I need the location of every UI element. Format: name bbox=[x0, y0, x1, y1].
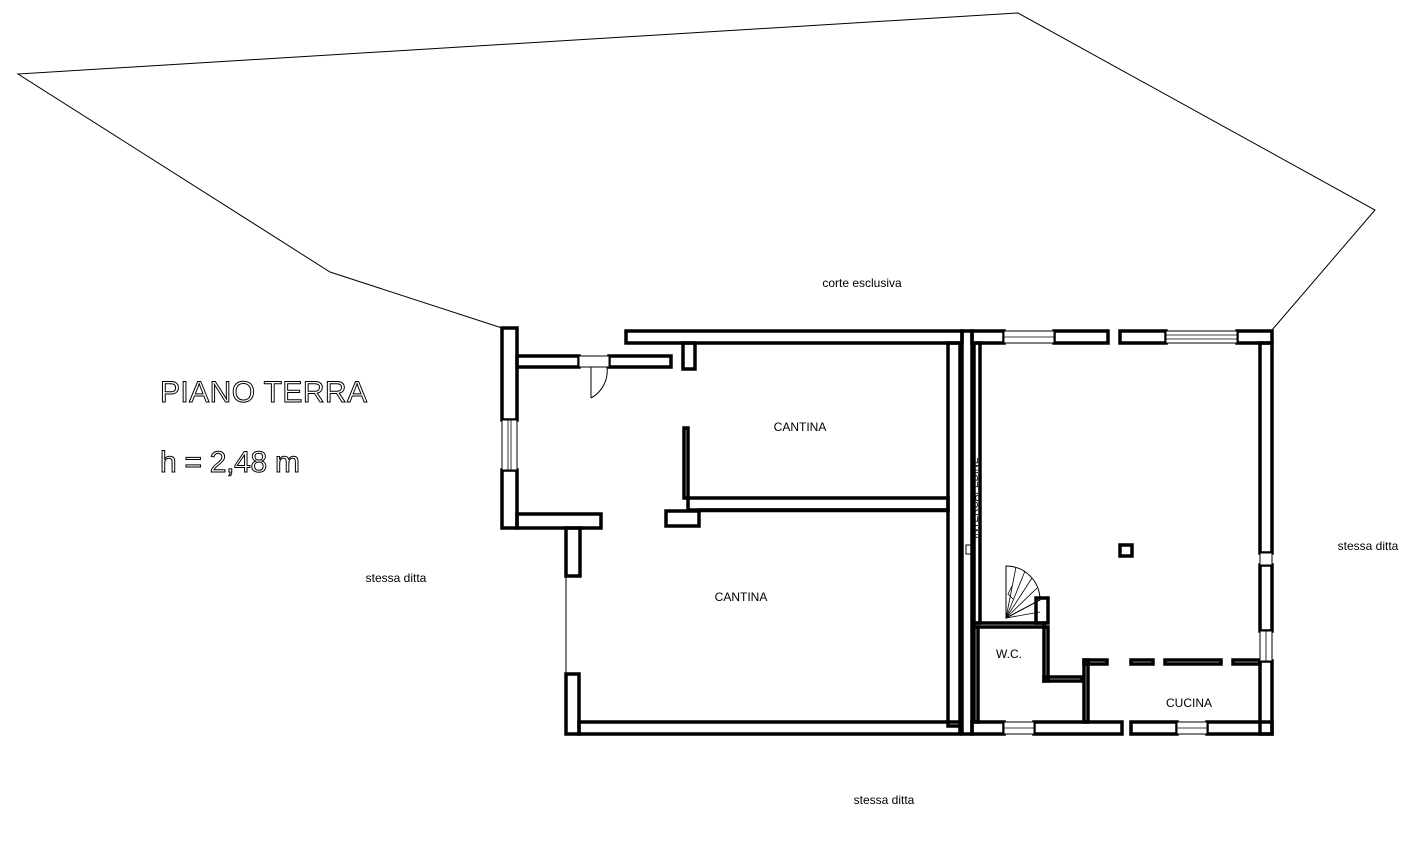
height-note: h = 2,48 m bbox=[160, 446, 299, 479]
entry-walls bbox=[500, 326, 964, 578]
room-label-cellar-upper: CANTINA bbox=[774, 420, 827, 434]
east-wing-windows bbox=[1003, 330, 1273, 735]
neighbor-label-right: stessa ditta bbox=[1338, 539, 1399, 553]
room-label-cellar-lower: CANTINA bbox=[715, 590, 768, 604]
courtyard-label: corte esclusiva bbox=[822, 276, 902, 290]
entry-window bbox=[501, 419, 518, 471]
cavity-walls bbox=[960, 329, 1006, 736]
room-label-kitchen: CUCINA bbox=[1166, 696, 1212, 710]
drawing-title: PIANO TERRA bbox=[160, 376, 367, 409]
cavity-label: INTERCAPEDINE bbox=[970, 457, 981, 538]
east-wing-walls bbox=[972, 329, 1274, 736]
neighbor-label-bottom: stessa ditta bbox=[854, 793, 915, 807]
neighbor-label-left: stessa ditta bbox=[366, 571, 427, 585]
spiral-staircase-icon bbox=[1005, 565, 1041, 619]
cellar-walls bbox=[564, 341, 962, 736]
room-label-wc: W.C. bbox=[996, 647, 1022, 661]
entry-door bbox=[578, 355, 610, 399]
courtyard-boundary bbox=[16, 12, 1376, 331]
